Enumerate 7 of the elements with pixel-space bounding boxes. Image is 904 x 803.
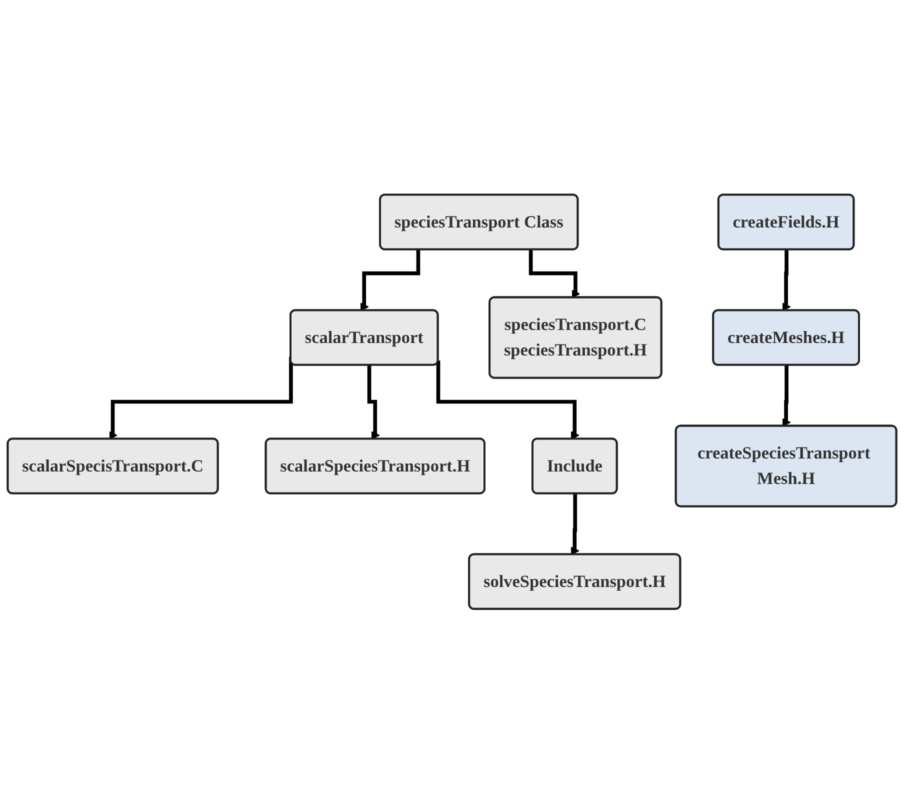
arrow — [528, 250, 580, 298]
arrow — [436, 360, 580, 440]
arrow — [360, 250, 420, 311]
arrow — [570, 494, 580, 555]
arrow — [782, 250, 791, 311]
arrow — [782, 365, 791, 426]
arrow — [367, 365, 380, 440]
